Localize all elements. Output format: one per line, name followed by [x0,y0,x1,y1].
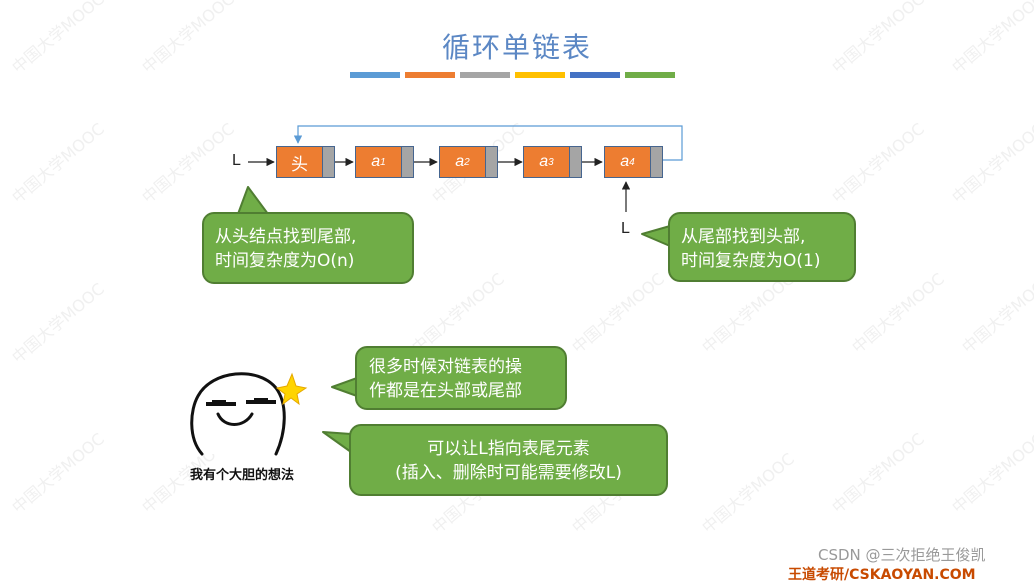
node-text: a [371,153,381,170]
node-subscript: 1 [380,156,386,168]
node-pointer-field [651,146,663,178]
callout-line: 可以让L指向表尾元素 [427,439,590,459]
node-text: a [620,153,630,170]
node-text: a [539,153,549,170]
tail-to-head-callout: 从尾部找到头部, 时间复杂度为O(1) [668,212,856,282]
head-node: 头 [276,146,335,178]
node-subscript: 4 [629,156,635,168]
head-to-tail-callout: 从头结点找到尾部, 时间复杂度为O(n) [202,212,414,284]
page-title: 循环单链表 [441,31,592,64]
head-pointer-label: L [232,152,241,169]
circular-link-arrow [293,125,683,161]
color-bar-strip [350,72,675,78]
idea-callout: 很多时候对链表的操 作都是在头部或尾部 [355,346,567,410]
color-bar [515,72,565,78]
proposal-callout: 可以让L指向表尾元素 (插入、删除时可能需要修改L) [349,424,668,496]
node-subscript: 3 [548,156,554,168]
color-bar [405,72,455,78]
node-pointer-field [486,146,498,178]
meme-face-icon [190,372,308,456]
color-bar [350,72,400,78]
node-data: 头 [276,146,323,178]
callout-line: 作都是在头部或尾部 [369,381,522,401]
tail-pointer-label: L [621,220,630,237]
csdn-credit: CSDN @三次拒绝王俊凯 [818,546,986,564]
node-pointer-field [402,146,414,178]
callout-line: 时间复杂度为O(n) [215,251,355,271]
node-text: a [455,153,465,170]
callout-line: 从头结点找到尾部, [215,227,357,247]
node-pointer-field [323,146,335,178]
color-bar [570,72,620,78]
wangdao-credit: 王道考研/CSKAOYAN.COM [788,567,976,583]
color-bar [625,72,675,78]
callout-line: (插入、删除时可能需要修改L) [395,463,622,483]
callout-line: 很多时候对链表的操 [369,357,522,377]
callout-line: 从尾部找到头部, [681,227,806,247]
color-bar [460,72,510,78]
mascot-caption: 我有个大胆的想法 [190,468,295,483]
node-pointer-field [570,146,582,178]
node-subscript: 2 [464,156,470,168]
callout-line: 时间复杂度为O(1) [681,251,821,271]
